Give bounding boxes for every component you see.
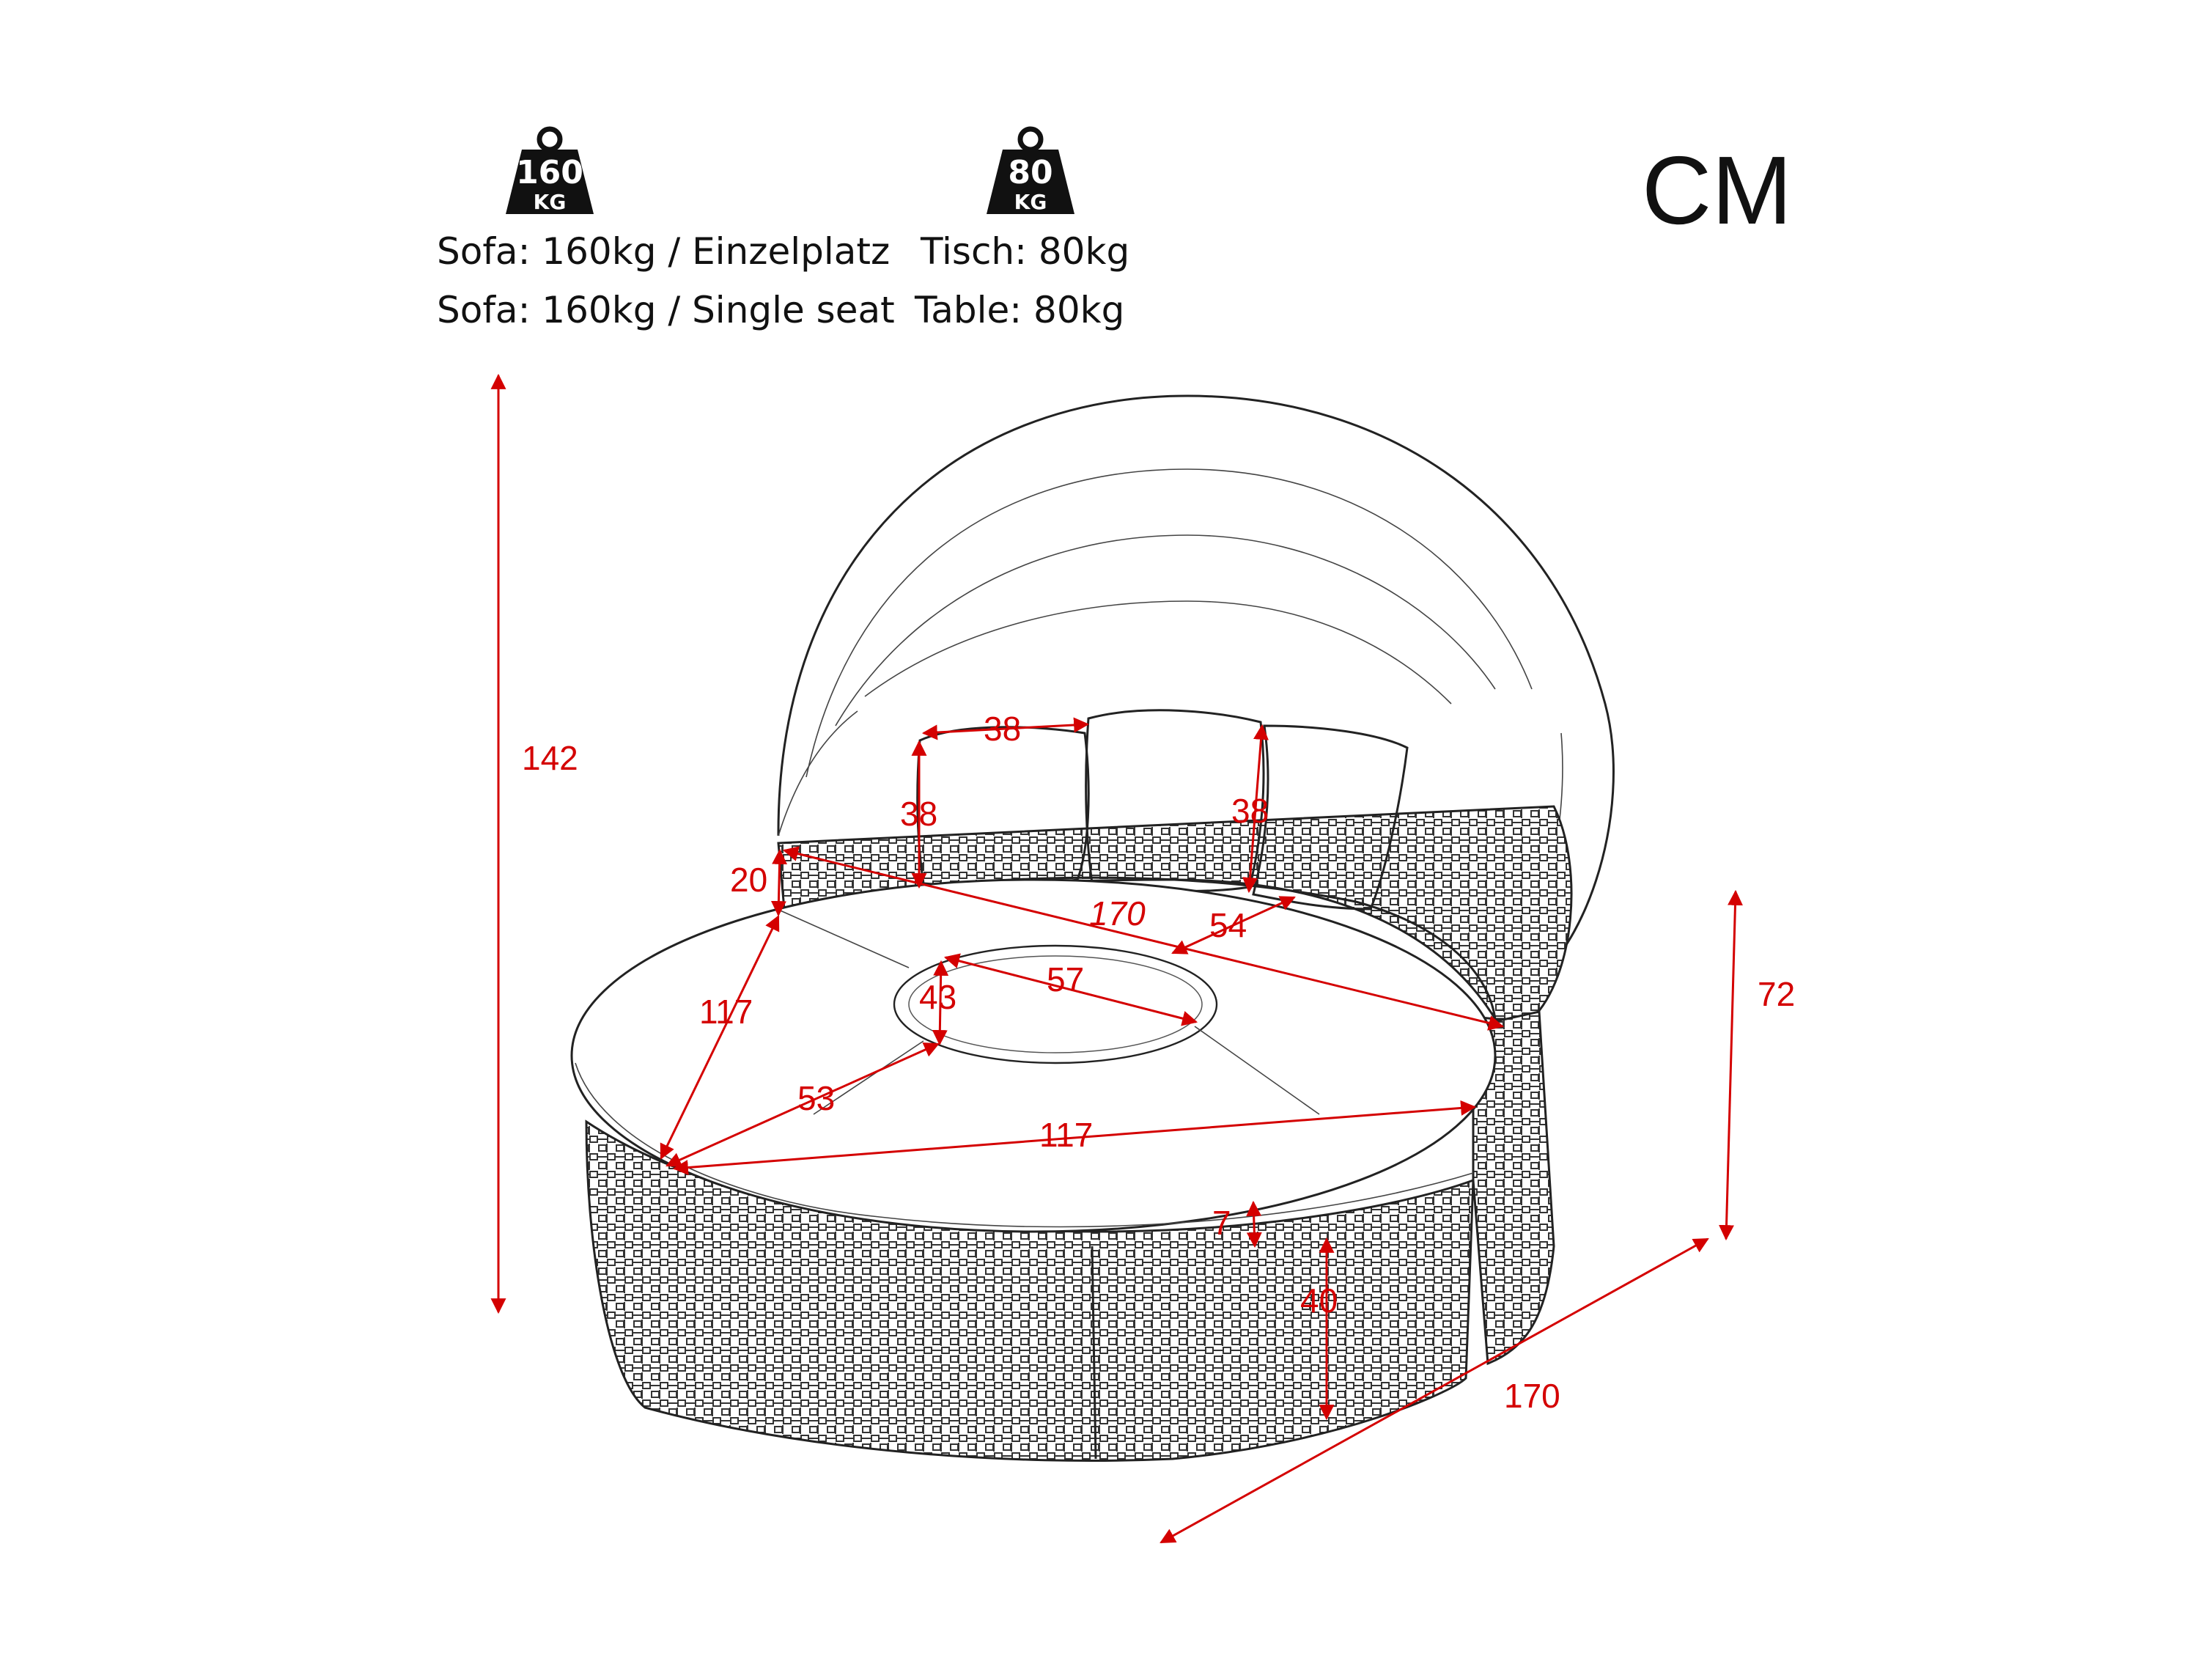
- label-back-cushion-depth: 54: [1209, 906, 1247, 944]
- label-pillow-height-right: 38: [1231, 792, 1269, 830]
- weight-sofa-de: Sofa: 160kg / Einzelplatz: [437, 230, 890, 273]
- label-table-diameter: 57: [1047, 960, 1084, 998]
- dimension-lines: [490, 373, 1743, 1544]
- badge-unit: KG: [534, 190, 567, 214]
- label-table-height: 43: [919, 978, 956, 1016]
- weight-icon-80: 80 KG: [987, 126, 1074, 214]
- label-back-width: 170: [1089, 894, 1146, 933]
- weight-table-de: Tisch: 80kg: [920, 230, 1129, 273]
- label-pillow-height-left: 38: [900, 795, 937, 833]
- weight-icon-160: 160 KG: [506, 126, 594, 214]
- badge-number: 160: [516, 154, 583, 191]
- badge-number: 80: [1008, 154, 1052, 191]
- label-overall-depth: 170: [1504, 1377, 1560, 1415]
- badge-unit: KG: [1014, 190, 1047, 214]
- label-pillow-width: 38: [984, 710, 1021, 748]
- unit-label: CM: [1642, 136, 1792, 244]
- label-overall-height: 142: [522, 739, 578, 777]
- label-seat-height-total: 72: [1758, 975, 1795, 1013]
- label-segment-width: 53: [797, 1079, 835, 1117]
- label-cushion-diagonal: 117: [699, 993, 753, 1031]
- weight-sofa-en: Sofa: 160kg / Single seat: [437, 289, 895, 331]
- weight-table-en: Table: 80kg: [914, 289, 1124, 331]
- label-backrest-height: 20: [730, 861, 767, 899]
- label-front-diameter: 117: [1039, 1116, 1093, 1154]
- label-cushion-thickness: 7: [1212, 1204, 1231, 1242]
- label-base-height: 40: [1300, 1281, 1338, 1320]
